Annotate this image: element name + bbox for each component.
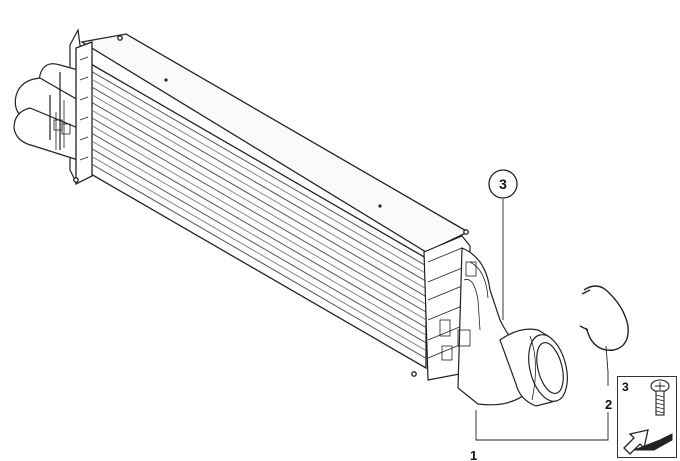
fin-line bbox=[91, 125, 427, 321]
fin-line bbox=[91, 94, 427, 290]
fin-line bbox=[91, 78, 427, 274]
leader-lines bbox=[475, 199, 609, 441]
right-end-tank bbox=[423, 235, 568, 407]
arrow-icon bbox=[623, 429, 673, 455]
fin-line bbox=[91, 132, 427, 328]
fin-line bbox=[91, 117, 427, 313]
screw-icon bbox=[650, 379, 670, 416]
radiator-core bbox=[73, 33, 470, 377]
callout-2: 2 bbox=[605, 397, 612, 412]
callout-1: 1 bbox=[470, 448, 477, 461]
callout-3: 3 bbox=[488, 169, 518, 199]
fin-line bbox=[91, 140, 427, 336]
svg-text:3: 3 bbox=[499, 176, 507, 192]
fin-line bbox=[91, 86, 427, 282]
fin-line bbox=[91, 71, 427, 267]
fin-line bbox=[91, 148, 427, 344]
fin-line bbox=[91, 109, 427, 305]
fin-line bbox=[91, 156, 427, 352]
cooling-fins bbox=[91, 71, 427, 359]
left-end-tank bbox=[13, 28, 85, 183]
fin-line bbox=[91, 102, 427, 298]
inset-part-number: 3 bbox=[622, 380, 629, 394]
fin-line bbox=[91, 163, 427, 359]
hose-clamp bbox=[579, 285, 629, 351]
